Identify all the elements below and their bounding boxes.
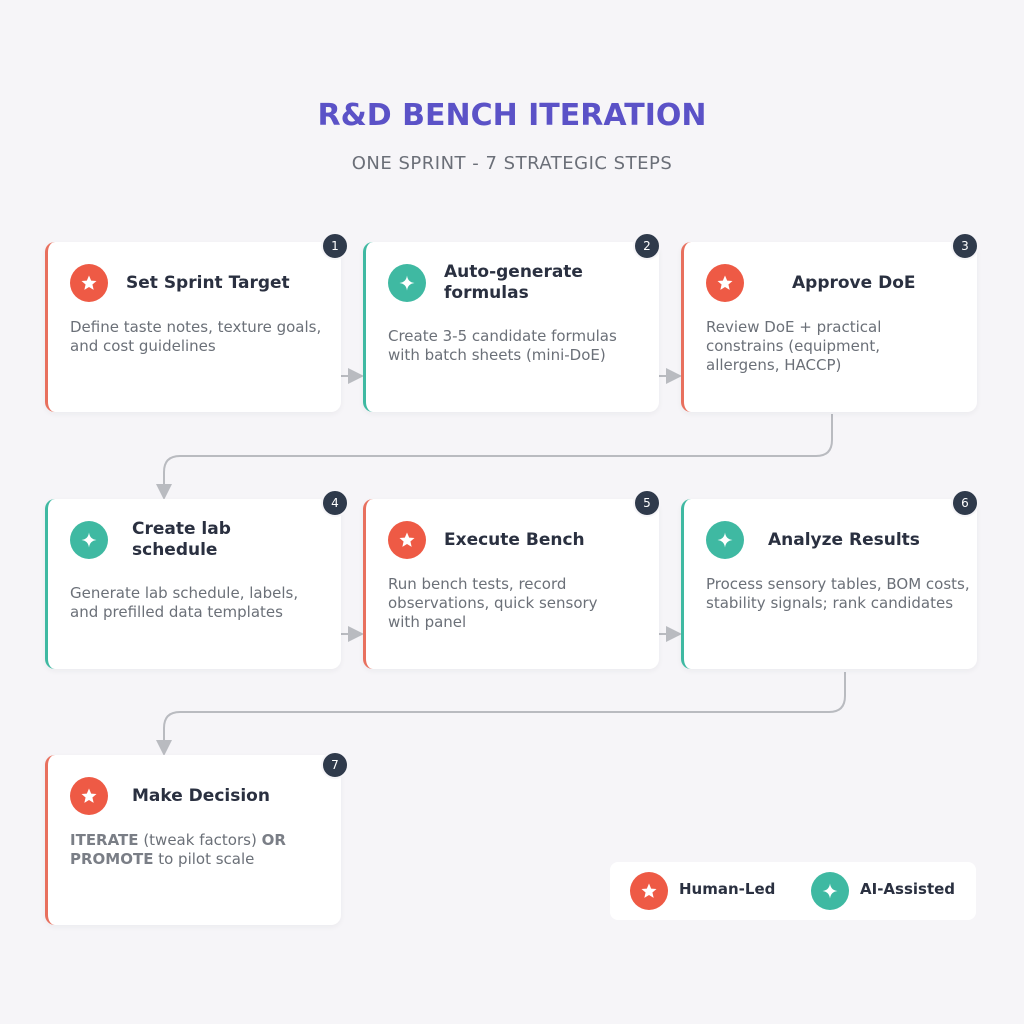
page-title: R&D BENCH ITERATION xyxy=(317,98,707,133)
step-description: Define taste notes, texture goals, and c… xyxy=(70,318,322,355)
step-number-badge: 5 xyxy=(633,489,661,517)
step-number-badge: 4 xyxy=(321,489,349,517)
step-description: Process sensory tables, BOM costs, stabi… xyxy=(706,575,970,612)
legend-ai-label: AI-Assisted xyxy=(860,880,956,898)
step-title: Create lab schedule xyxy=(132,519,231,560)
star-icon xyxy=(70,264,108,302)
step-card-5: Execute Bench Run bench tests, record ob… xyxy=(363,499,659,669)
step-description: Create 3-5 candidate formulas with batch… xyxy=(388,327,617,364)
step-number-badge: 2 xyxy=(633,232,661,260)
sparkle-icon xyxy=(70,521,108,559)
step-title: Make Decision xyxy=(132,785,270,806)
iterate-keyword: ITERATE xyxy=(70,831,139,849)
step-number-badge: 7 xyxy=(321,751,349,779)
legend-human-label: Human-Led xyxy=(679,880,776,898)
step-card-7: Make Decision ITERATE (tweak factors) OR… xyxy=(45,755,341,925)
step-number-badge: 6 xyxy=(951,489,979,517)
step-title: Set Sprint Target xyxy=(126,272,290,293)
sparkle-icon xyxy=(388,264,426,302)
pilot-text: to pilot scale xyxy=(153,850,255,868)
star-icon xyxy=(706,264,744,302)
step-number-badge: 1 xyxy=(321,232,349,260)
step-number-badge: 3 xyxy=(951,232,979,260)
arrow-3-4 xyxy=(156,414,833,500)
star-icon xyxy=(70,777,108,815)
page-subtitle: ONE SPRINT - 7 STRATEGIC STEPS xyxy=(351,153,673,174)
star-icon xyxy=(388,521,426,559)
step-description: ITERATE (tweak factors) OR PROMOTE to pil… xyxy=(70,831,301,869)
sparkle-icon xyxy=(706,521,744,559)
step-title: Analyze Results xyxy=(768,529,920,550)
step-card-6: Analyze Results Process sensory tables, … xyxy=(681,499,977,669)
step-title: Auto-generate formulas xyxy=(444,262,583,303)
step-card-1: Set Sprint Target Define taste notes, te… xyxy=(45,242,341,412)
star-icon xyxy=(630,872,668,910)
step-card-3: Approve DoE Review DoE + practical const… xyxy=(681,242,977,412)
step-card-4: Create lab schedule Generate lab schedul… xyxy=(45,499,341,669)
tweak-text: (tweak factors) xyxy=(138,831,262,849)
legend: Human-Led AI-Assisted xyxy=(610,862,976,920)
step-description: Review DoE + practical constrains (equip… xyxy=(706,318,882,374)
promote-keyword: PROMOTE xyxy=(70,850,154,868)
arrow-6-7 xyxy=(156,672,846,756)
step-title: Approve DoE xyxy=(792,272,916,293)
step-description: Run bench tests, record observations, qu… xyxy=(388,575,598,631)
step-description: Generate lab schedule, labels, and prefi… xyxy=(70,584,299,621)
sparkle-icon xyxy=(811,872,849,910)
or-keyword: OR xyxy=(261,831,286,849)
step-card-2: Auto-generate formulas Create 3-5 candid… xyxy=(363,242,659,412)
step-title: Execute Bench xyxy=(444,529,585,550)
